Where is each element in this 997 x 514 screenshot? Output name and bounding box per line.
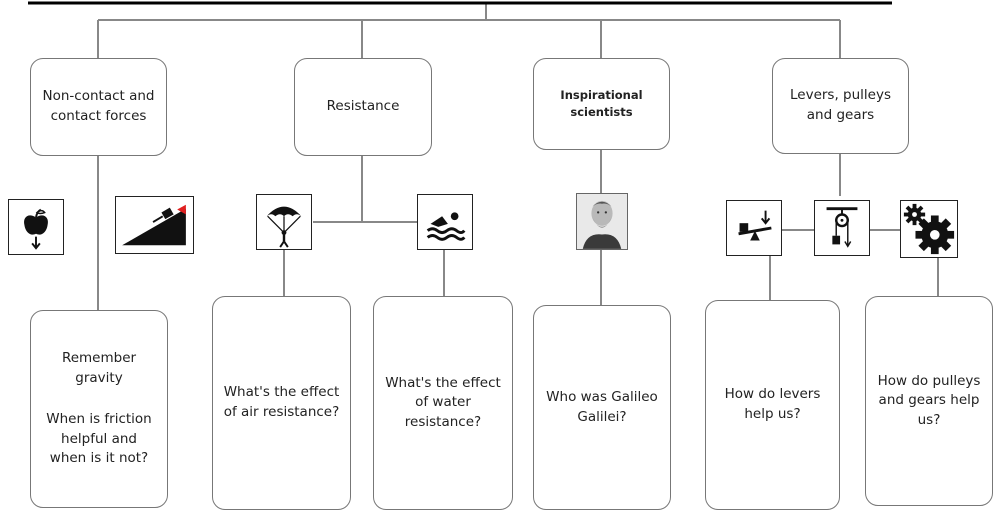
question-water: What's the effect of water resistance?	[385, 374, 501, 430]
topic-scientists: Inspirational scientists	[533, 58, 670, 150]
question-box-galileo: Who was Galileo Galilei?	[533, 305, 671, 510]
seesaw-lever-icon	[726, 200, 782, 256]
topic-forces-label: Non-contact and contact forces	[42, 88, 155, 124]
parachute-icon	[256, 194, 312, 250]
question-box-air: What's the effect of air resistance?	[212, 296, 351, 510]
question-box-levers: How do levers help us?	[705, 300, 840, 510]
question-box-forces: Remember gravity When is friction helpfu…	[30, 310, 168, 508]
topic-machines: Levers, pulleys and gears	[772, 58, 909, 154]
question-galileo: Who was Galileo Galilei?	[546, 388, 658, 425]
question-levers: How do levers help us?	[724, 386, 821, 422]
gears-icon	[900, 200, 958, 258]
topic-scientists-label: Inspirational scientists	[560, 88, 643, 119]
topic-forces: Non-contact and contact forces	[30, 58, 167, 156]
question-pulleys: How do pulleys and gears help us?	[877, 372, 981, 428]
topic-resistance-label: Resistance	[326, 98, 400, 115]
question-air: What's the effect of air resistance?	[223, 384, 340, 420]
question-box-water: What's the effect of water resistance?	[373, 296, 513, 510]
topic-machines-label: Levers, pulleys and gears	[789, 87, 891, 123]
ramp-friction-icon	[115, 196, 194, 254]
galileo-portrait-icon	[576, 193, 628, 250]
question-gravity: Remember gravity	[61, 350, 137, 386]
pulley-icon	[814, 200, 870, 256]
question-box-pulleys: How do pulleys and gears help us?	[865, 296, 993, 506]
question-friction: When is friction helpful and when is it …	[46, 411, 152, 467]
swimmer-icon	[417, 194, 473, 250]
topic-resistance: Resistance	[294, 58, 432, 156]
apple-falling-icon	[8, 199, 64, 255]
